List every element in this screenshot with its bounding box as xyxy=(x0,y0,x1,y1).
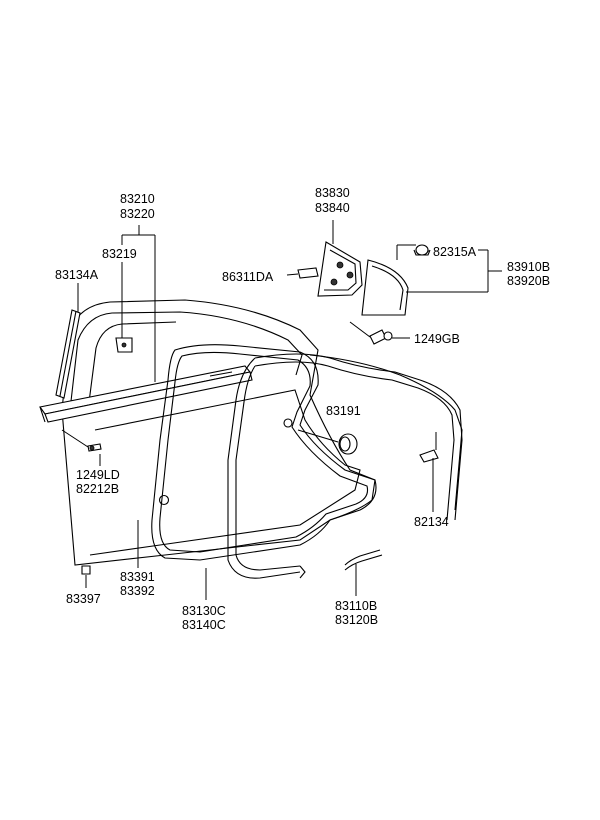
door-outer-panel xyxy=(61,299,376,566)
label-83219: 83219 xyxy=(102,247,137,261)
label-83397: 83397 xyxy=(66,592,101,606)
pad-86311DA xyxy=(297,267,319,279)
label-83130C: 83130C xyxy=(182,604,226,618)
label-83391: 83391 xyxy=(120,570,155,584)
label-83120B: 83120B xyxy=(335,613,378,627)
label-83830: 83830 xyxy=(315,186,350,200)
label-1249LD: 1249LD xyxy=(76,468,120,482)
screw-1249LD xyxy=(87,443,102,452)
holder-82134 xyxy=(419,432,439,463)
label-82315A: 82315A xyxy=(433,245,477,259)
label-82134: 82134 xyxy=(414,515,449,529)
label-83840: 83840 xyxy=(315,201,350,215)
label-83392: 83392 xyxy=(120,584,155,598)
body-weatherstrip xyxy=(309,354,463,571)
label-86311DA: 86311DA xyxy=(222,270,274,284)
label-83920B: 83920B xyxy=(507,274,550,288)
delta-cover xyxy=(317,241,363,297)
clip-83397 xyxy=(81,565,91,575)
label-83910B: 83910B xyxy=(507,260,550,274)
label-1249GB: 1249GB xyxy=(414,332,460,346)
screw-1249GB xyxy=(349,321,393,345)
label-82212B: 82212B xyxy=(76,482,119,496)
clip-82315A xyxy=(413,244,431,256)
label-83210: 83210 xyxy=(120,192,155,206)
quarter-garnish xyxy=(361,259,409,316)
clip-83219 xyxy=(115,337,133,353)
label-83134A: 83134A xyxy=(55,268,99,282)
label-83110B: 83110B xyxy=(335,599,377,613)
door-frame-moulding xyxy=(55,309,81,399)
leader-lines xyxy=(61,220,502,600)
label-83191: 83191 xyxy=(326,404,361,418)
label-83140C: 83140C xyxy=(182,618,226,632)
label-83220: 83220 xyxy=(120,207,155,221)
hole-cap-83191 xyxy=(297,429,358,455)
door-weatherstrip xyxy=(151,344,463,579)
part-labels: 83210 83220 83219 83134A 83830 83840 863… xyxy=(55,186,550,632)
belt-weatherstrip xyxy=(39,365,253,423)
